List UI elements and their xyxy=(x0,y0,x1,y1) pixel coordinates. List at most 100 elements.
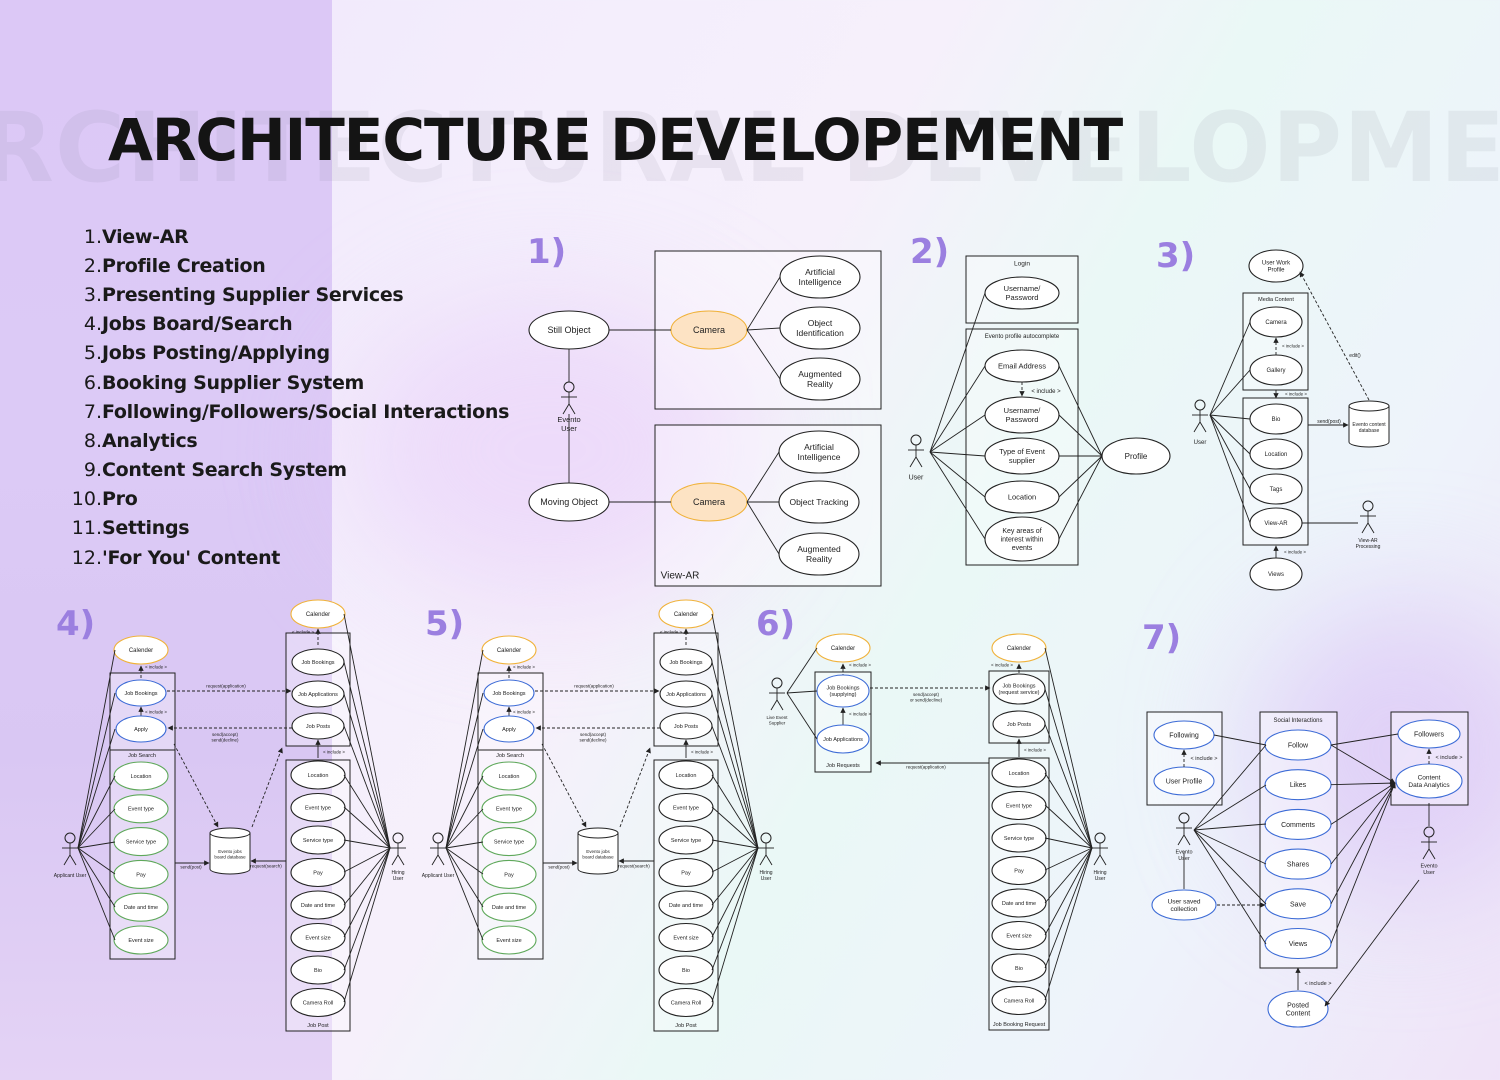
edit-label: edit() xyxy=(1349,353,1361,359)
view-ar-processing-actor-label: Processing xyxy=(1356,544,1381,550)
connector xyxy=(786,692,818,740)
job-post-usecase-label: Event type xyxy=(673,805,699,811)
calendar-usecase xyxy=(113,635,169,665)
include-label: < include > xyxy=(1285,392,1307,397)
connector xyxy=(445,847,484,908)
evento-user-actor-leg xyxy=(1183,834,1191,846)
connector xyxy=(445,728,484,849)
connector xyxy=(343,661,391,849)
social-interactions-label: Social Interactions xyxy=(1273,718,1322,724)
job-search-usecase xyxy=(481,925,537,955)
send-label: send(decline) xyxy=(579,737,607,742)
job-post-label: Job Post xyxy=(307,1023,329,1029)
username-password-usecase-label: Password xyxy=(1006,293,1039,302)
evento-user-actor-head xyxy=(1178,812,1190,824)
content-data-analytics-usecase-label: Content xyxy=(1418,774,1441,781)
live-event-supplier-actor-leg xyxy=(776,699,784,711)
view-ar-usecase-label: View-AR xyxy=(1264,521,1288,527)
connector xyxy=(746,276,781,331)
job-search-usecase-label: Location xyxy=(131,774,152,780)
feature-number: 2. xyxy=(83,254,102,277)
feature-list-item: 1.View-AR xyxy=(70,222,509,251)
calendar-usecase xyxy=(815,633,871,663)
username-password-usecase-label: Password xyxy=(1006,415,1039,424)
include-label: < include > xyxy=(691,750,713,755)
feature-number: 12. xyxy=(71,546,102,569)
feature-list-item: 8.Analytics xyxy=(70,426,509,455)
background-glow xyxy=(350,300,750,600)
feature-number: 9. xyxy=(83,459,102,482)
user-actor-leg xyxy=(909,456,917,468)
evento-user-actor-head xyxy=(1423,826,1435,838)
feature-label: Jobs Posting/Applying xyxy=(102,342,330,365)
email-usecase-label: Email Address xyxy=(998,362,1046,371)
evento-content-database-label: Evento content xyxy=(1352,422,1386,428)
connector xyxy=(1193,744,1267,831)
applicant-user-actor-leg xyxy=(431,854,439,866)
connector xyxy=(1058,414,1103,457)
apply-usecase-label: Apply xyxy=(134,727,148,733)
connector xyxy=(711,661,759,849)
connector xyxy=(1058,455,1103,540)
connector xyxy=(1058,365,1103,457)
analytics-arrow xyxy=(1330,782,1396,825)
job-post-label: Job Post xyxy=(675,1023,697,1029)
job-search-usecase-label: Pay xyxy=(504,872,514,878)
feature-label: Jobs Board/Search xyxy=(102,313,293,336)
connector xyxy=(1044,847,1093,904)
edit-arrow xyxy=(251,747,283,828)
connector xyxy=(1209,321,1251,416)
posted-content-usecase-label: Content xyxy=(1286,1011,1311,1018)
job-search-usecase xyxy=(113,859,169,889)
user-actor-label: User xyxy=(1194,440,1207,446)
job-applications-usecase-label: Job Applications xyxy=(666,692,706,698)
connector xyxy=(1193,829,1267,905)
include-label: < include > xyxy=(1024,748,1046,753)
jobs-board-database-label: Evento jobs xyxy=(586,849,610,854)
user-actor-head xyxy=(1194,399,1206,411)
feature-list-item: 10.Pro xyxy=(70,485,509,514)
request-label: request(search) xyxy=(250,864,282,869)
feature-number: 8. xyxy=(83,429,102,452)
jobs-board-database-label: board database xyxy=(214,854,246,859)
hiring-user-actor-head xyxy=(1094,832,1106,844)
calendar-usecase xyxy=(991,633,1047,663)
job-search-usecase xyxy=(113,925,169,955)
connector xyxy=(343,847,391,906)
analytics-arrow xyxy=(1330,782,1396,865)
job-post-usecase xyxy=(290,760,346,790)
hiring-user-actor-head xyxy=(760,832,772,844)
feature-label: Booking Supplier System xyxy=(102,371,365,394)
login-box xyxy=(965,255,1079,324)
job-bookings-usecase xyxy=(483,679,535,707)
job-bookings-usecase-label: Job Bookings xyxy=(124,691,157,697)
feature-number: 1. xyxy=(83,225,102,248)
view-ar-processing-actor-label: View-AR xyxy=(1358,538,1378,544)
connector xyxy=(445,841,484,849)
feature-number: 10. xyxy=(71,488,102,511)
send-label: send(accept) xyxy=(580,732,607,737)
job-bookings-usecase-label: Job Bookings xyxy=(301,660,334,666)
feature-label: Following/Followers/Social Interactions xyxy=(102,400,510,423)
include-label: < include > xyxy=(145,710,167,715)
calendar-usecase-label: Calender xyxy=(306,612,330,618)
job-search-label: Job Search xyxy=(128,753,156,759)
event-supplier-type-usecase-label: supplier xyxy=(1009,456,1036,465)
job-booking-request-usecase-label: Event size xyxy=(1006,933,1031,939)
evento-user-actor-leg xyxy=(1422,848,1430,860)
calendar-usecase-label: Calender xyxy=(831,646,855,652)
connector xyxy=(711,806,759,849)
job-search-label: Job Search xyxy=(496,753,524,759)
live-event-supplier-actor-leg xyxy=(770,699,778,711)
job-search-usecase-label: Location xyxy=(499,774,520,780)
send-label: or send(decline) xyxy=(910,697,943,702)
feature-number: 11. xyxy=(71,517,102,540)
evento-content-database-label: database xyxy=(1359,428,1380,434)
job-booking-request-usecase xyxy=(991,855,1047,886)
include-label: < include > xyxy=(1436,755,1463,761)
hiring-user-actor-leg xyxy=(1099,854,1107,866)
include-label: < include > xyxy=(849,663,871,668)
camera-usecase-label: Camera xyxy=(693,497,725,507)
social-usecase-label: Views xyxy=(1289,941,1308,948)
user-actor-leg xyxy=(1199,421,1207,433)
